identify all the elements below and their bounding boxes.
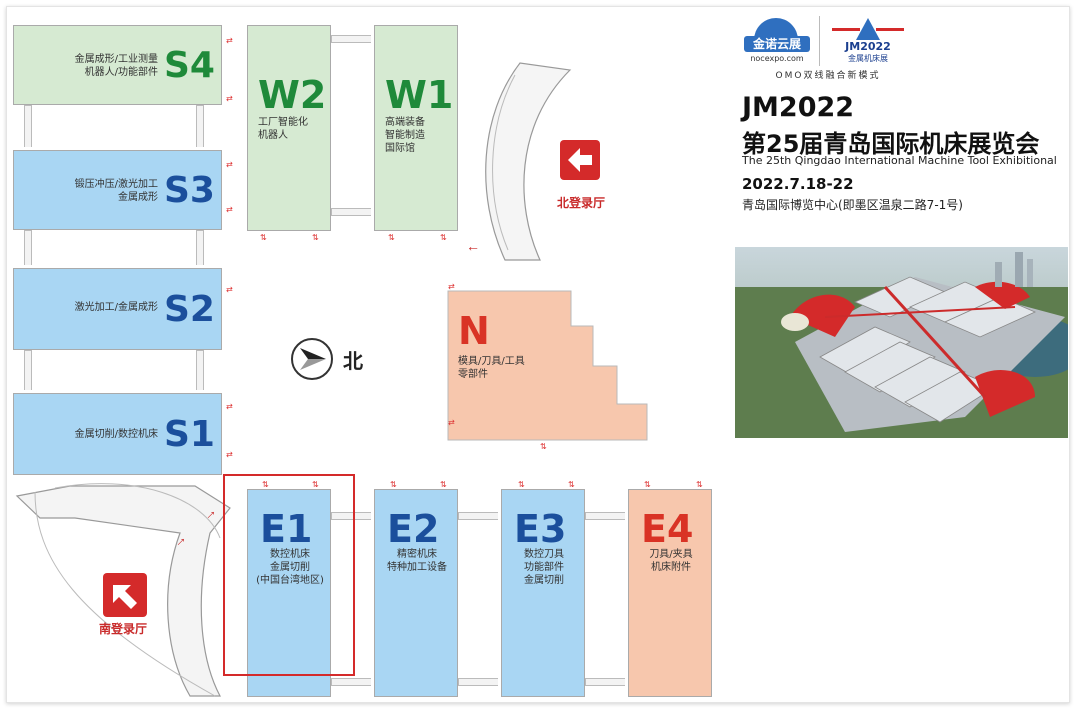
connector — [458, 678, 501, 686]
door-marker: ⇅ — [540, 442, 547, 451]
hall-s2-desc: 激光加工/金属成形 — [74, 302, 158, 313]
door-marker: ⇅ — [388, 233, 395, 242]
brand-logo: 金诺云展 nocexpo.com — [742, 18, 812, 68]
hall-s3-code: S3 — [164, 170, 215, 211]
hall-n-code: N — [458, 309, 490, 353]
hall-n-desc: 模具/刀具/工具零部件 — [458, 356, 525, 380]
door-marker: ⇄ — [448, 282, 455, 291]
hall-s3[interactable]: 锻压冲压/激光加工金属成形 S3 — [10, 147, 225, 233]
hall-e3[interactable]: E3 数控刀具功能部件金属切削 — [498, 486, 588, 700]
compass-north-label: 北 — [343, 349, 363, 373]
hall-s1-code: S1 — [164, 414, 215, 455]
hall-w1[interactable]: W1 高端装备智能制造国际馆 — [371, 22, 461, 234]
brand-logo-text: 金诺云展 — [744, 36, 810, 52]
hall-e2[interactable]: E2 精密机床特种加工设备 — [371, 486, 461, 700]
hall-s1[interactable]: 金属切削/数控机床 S1 — [10, 390, 225, 478]
header-divider — [819, 16, 820, 66]
south-lobby-building — [15, 483, 231, 697]
entrance-arrow-icon — [568, 148, 592, 172]
connector — [331, 208, 374, 216]
door-marker: ⇅ — [568, 480, 575, 489]
door-marker: ⇅ — [440, 233, 447, 242]
connector — [24, 105, 32, 150]
hall-e4[interactable]: E4 刀具/夹具机床附件 — [625, 486, 715, 700]
connector — [196, 105, 204, 150]
hall-s2-code: S2 — [164, 289, 215, 330]
connector — [24, 350, 32, 393]
jm-logo: JM2022 金属机床展 — [828, 18, 908, 68]
door-marker: ⇅ — [696, 480, 703, 489]
connector — [196, 350, 204, 393]
door-marker: ⇄ — [226, 450, 233, 459]
hall-n[interactable] — [447, 290, 649, 442]
title-code: JM2022 — [742, 92, 855, 123]
hall-e1-desc: 数控机床金属切削(中国台湾地区) — [256, 549, 324, 586]
hall-w1-desc: 高端装备智能制造国际馆 — [385, 117, 425, 154]
door-marker: ⇄ — [226, 94, 233, 103]
hall-e2-desc: 精密机床特种加工设备 — [387, 549, 447, 573]
hall-e1-code: E1 — [260, 507, 313, 551]
door-marker: ⇅ — [312, 233, 319, 242]
door-marker: ⇄ — [226, 160, 233, 169]
entrance-arrow-icon — [113, 585, 137, 609]
venue: 青岛国际博览中心(即墨区温泉二路7-1号) — [742, 198, 963, 212]
slogan: OMO双线融合新模式 — [775, 71, 881, 81]
south-lobby-icon[interactable] — [103, 573, 147, 617]
hall-w2-desc: 工厂智能化机器人 — [258, 117, 308, 141]
hall-s4-desc: 金属成形/工业测量机器人/功能部件 — [74, 54, 158, 78]
brand-url: nocexpo.com — [750, 54, 804, 63]
connector — [331, 35, 374, 43]
connector — [585, 512, 628, 520]
door-marker: ⇄ — [448, 418, 455, 427]
hall-s4-code: S4 — [164, 45, 215, 86]
hall-e1[interactable]: E1 数控机床金属切削(中国台湾地区) — [244, 486, 334, 700]
door-marker: ⇅ — [644, 480, 651, 489]
door-marker: ⇄ — [226, 36, 233, 45]
north-lobby-icon[interactable] — [560, 140, 600, 180]
connector — [331, 678, 374, 686]
title-cn: 第25届青岛国际机床展览会 — [742, 130, 1040, 158]
dates: 2022.7.18-22 — [742, 175, 854, 193]
jm-logo-sub: 金属机床展 — [848, 54, 888, 63]
door-marker: ⇄ — [226, 205, 233, 214]
hall-s2[interactable]: 激光加工/金属成形 S2 — [10, 265, 225, 353]
door-marker: ⇅ — [390, 480, 397, 489]
jm-logo-text: JM2022 — [845, 40, 891, 53]
hall-w2[interactable]: W2 工厂智能化机器人 — [244, 22, 334, 234]
door-marker: ⇅ — [518, 480, 525, 489]
hall-w1-code: W1 — [385, 73, 454, 117]
north-lobby-arrow-icon: ← — [466, 238, 480, 254]
connector — [331, 512, 374, 520]
north-lobby-building — [485, 62, 572, 261]
title-en: The 25th Qingdao International Machine T… — [742, 154, 1057, 167]
aerial-view-image — [735, 247, 1068, 438]
connector — [24, 230, 32, 268]
door-marker: ⇅ — [440, 480, 447, 489]
hall-e4-desc: 刀具/夹具机床附件 — [649, 549, 693, 573]
door-marker: ⇄ — [226, 285, 233, 294]
south-lobby-label: 南登录厅 — [99, 622, 148, 636]
connector — [458, 512, 501, 520]
connector — [585, 678, 628, 686]
hall-w2-code: W2 — [258, 73, 327, 117]
hall-e4-code: E4 — [641, 507, 694, 551]
hall-e1-highlight — [223, 474, 355, 676]
compass-icon — [291, 338, 333, 380]
hall-e2-code: E2 — [387, 507, 440, 551]
hall-s3-desc: 锻压冲压/激光加工金属成形 — [74, 179, 158, 203]
door-marker: ⇅ — [260, 233, 267, 242]
door-marker: ⇄ — [226, 402, 233, 411]
hall-e3-code: E3 — [514, 507, 567, 551]
door-marker: ⇅ — [312, 480, 319, 489]
hall-s1-desc: 金属切削/数控机床 — [74, 429, 158, 440]
connector — [196, 230, 204, 268]
door-marker: ⇅ — [262, 480, 269, 489]
north-lobby-label: 北登录厅 — [557, 196, 606, 210]
hall-s4[interactable]: 金属成形/工业测量机器人/功能部件 S4 — [10, 22, 225, 108]
hall-e3-desc: 数控刀具功能部件金属切削 — [524, 549, 564, 586]
